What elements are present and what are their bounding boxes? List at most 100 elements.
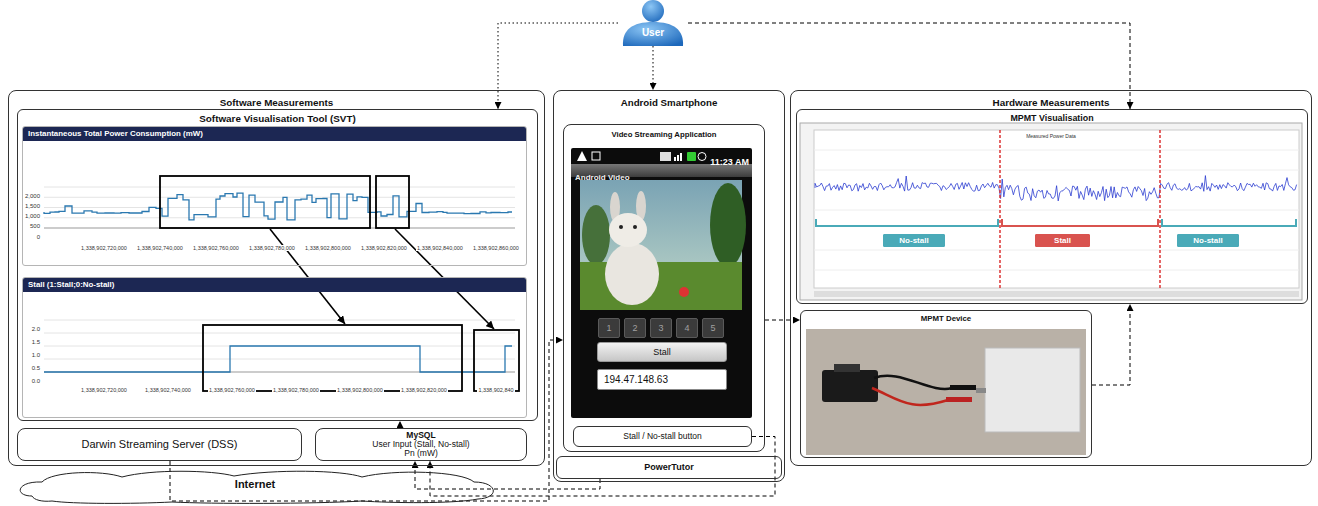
bunny-eye xyxy=(619,225,623,229)
network-cloud: Internet xyxy=(12,468,498,504)
group-panel: Hardware MeasurementsMPMT VisualisationN… xyxy=(790,90,1312,466)
axis-tick: 1,338,902,720,000 xyxy=(80,245,128,251)
tree xyxy=(710,183,746,267)
axis-tick: 1,338,902,780,000 xyxy=(248,245,296,251)
label-anchor: 2,000 xyxy=(25,184,40,202)
axis-tick: 1,338,902,740,000 xyxy=(136,245,184,251)
tree xyxy=(582,205,610,265)
bunny-eye xyxy=(633,225,637,229)
group-panel: Software MeasurementsSoftware Visualisat… xyxy=(8,90,545,466)
axis-tick: 1.0 xyxy=(32,352,40,359)
label-anchor: 0.5 xyxy=(32,356,40,374)
node-title: Software Measurements xyxy=(9,97,544,108)
axis-tick: 1,338,902,840,000 xyxy=(416,245,464,251)
bracket xyxy=(816,219,998,226)
label-anchor: 1,338,902,780,000 xyxy=(272,378,320,396)
grid-line xyxy=(814,150,1299,151)
node-title: Darwin Streaming Server (DSS) xyxy=(82,438,238,451)
node-title: PowerTutor xyxy=(644,462,693,472)
highlight-box xyxy=(474,330,519,391)
meter-box xyxy=(985,348,1080,432)
signal-bar xyxy=(674,157,676,161)
mpmt-chart xyxy=(800,123,1302,300)
axis-tick: 1,338,902,800,000 xyxy=(304,245,352,251)
highlight-box xyxy=(203,325,462,391)
node-title: MPMT Device xyxy=(801,314,1091,323)
label-anchor: 1.0 xyxy=(32,343,40,361)
bunny-head xyxy=(609,213,647,247)
grid-line xyxy=(44,217,515,218)
battery-icon xyxy=(687,152,696,161)
plug xyxy=(950,385,976,390)
bunny-body xyxy=(605,243,659,305)
device-photo xyxy=(806,329,1086,455)
bracket xyxy=(1002,219,1158,226)
node-title: Video Streaming Application xyxy=(564,131,764,140)
node-title: 2 xyxy=(632,323,637,333)
wire xyxy=(874,376,952,389)
grid-line xyxy=(44,359,515,360)
address-field: 194.47.148.63 xyxy=(597,369,727,390)
clock-icon xyxy=(698,153,706,161)
warning-icon xyxy=(577,151,587,161)
label-anchor: 2.0 xyxy=(32,317,40,335)
connector xyxy=(688,23,1130,109)
grid-line xyxy=(44,320,515,321)
label-anchor: 1,338,902,740,000 xyxy=(144,378,192,396)
node-title: Stall (1:Stall;0:No-stall) xyxy=(23,278,526,292)
node-title: 3 xyxy=(658,323,663,333)
screen xyxy=(571,148,752,418)
label-anchor: 1,338,902,800,000 xyxy=(336,378,384,396)
power-chart-plot xyxy=(44,176,515,228)
label-anchor: Android Video xyxy=(575,166,630,184)
connector xyxy=(400,421,401,428)
node-text: User Input (Stall, No-stall) xyxy=(372,440,469,449)
signal-bar xyxy=(677,155,679,161)
axis-tick: 1.5 xyxy=(32,339,40,346)
rating-button: 4 xyxy=(676,318,698,338)
node-title: Stall / No-stall button xyxy=(623,432,701,442)
label-anchor: 1,338,902,860,000 xyxy=(472,236,520,254)
axis-tick: 1,338,902,820,000 xyxy=(360,245,408,251)
axis-tick: 1,000 xyxy=(25,213,40,220)
actor-icon: User xyxy=(618,0,688,46)
node-title: Software Visualisation Tool (SVT) xyxy=(18,113,537,124)
label-anchor: 1,338,902,740,000 xyxy=(136,236,184,254)
label-anchor: 1.5 xyxy=(32,330,40,348)
connector xyxy=(498,23,618,109)
label-anchor: 1,338,902,820,000 xyxy=(360,236,408,254)
axis-tick: 0 xyxy=(37,234,40,241)
grass xyxy=(580,262,742,310)
bracket xyxy=(1162,219,1296,226)
node-title: MySQL xyxy=(406,431,435,440)
axis-tick: 1,338,902,740,000 xyxy=(144,387,192,393)
stall-button: Stall xyxy=(597,342,727,362)
grid-line xyxy=(44,207,515,208)
grid-line xyxy=(44,333,515,334)
node-title: Internet xyxy=(12,478,498,491)
connector xyxy=(976,388,986,393)
node-title: MPMT Visualisation xyxy=(797,113,1307,123)
rating-button: 5 xyxy=(702,318,724,338)
label-anchor: 0.0 xyxy=(32,369,40,387)
node-title: User xyxy=(618,27,688,39)
node-text: Pn (mW) xyxy=(404,449,438,458)
axis-tick: 2,000 xyxy=(25,193,40,200)
grid-line xyxy=(814,170,1299,171)
axis-tick: 1,338,902,760,000 xyxy=(208,387,256,393)
highlight-box xyxy=(160,176,370,228)
axis-tick: 2.0 xyxy=(32,326,40,333)
node-title: No-stall xyxy=(899,236,928,245)
stall-marker xyxy=(999,130,1001,288)
device-panel: MPMT Device xyxy=(800,310,1092,458)
rating-button: 2 xyxy=(624,318,646,338)
person-shape xyxy=(618,0,688,46)
phone-screen xyxy=(571,148,752,418)
node-title: Stall xyxy=(653,347,671,357)
grid-line xyxy=(814,210,1299,211)
rating-button: 3 xyxy=(650,318,672,338)
database-box: MySQLUser Input (Stall, No-stall)Pn (mW) xyxy=(315,428,527,461)
axis-tick: 1,338,902,820,000 xyxy=(400,387,448,393)
